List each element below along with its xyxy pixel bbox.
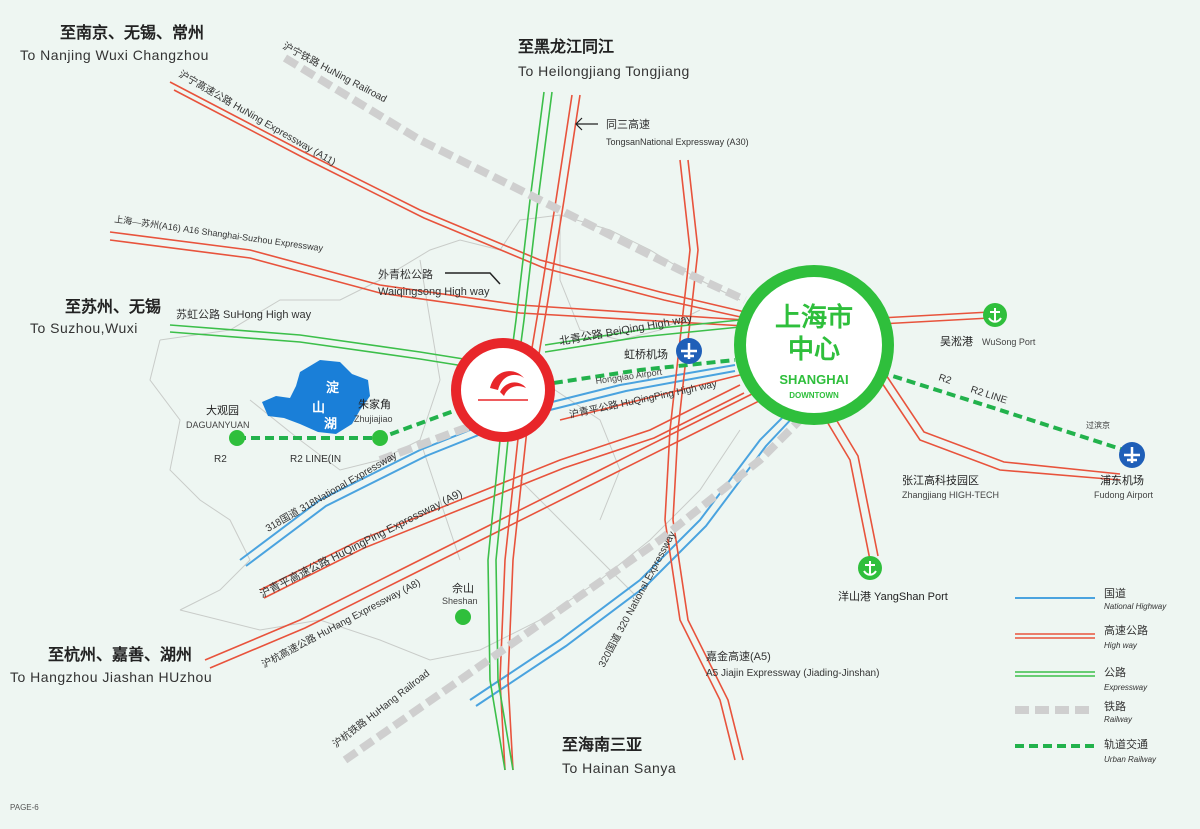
legend-label-3: 铁路	[1104, 700, 1126, 713]
label-suhong: 苏虹公路 SuHong High way	[176, 308, 312, 321]
label-huning-expressway: 沪宁高速公路 HuNing Expressway (A11)	[177, 67, 339, 168]
label-sheshan-en: Sheshan	[442, 596, 478, 606]
downtown-en-line1: SHANGHAI	[779, 372, 848, 387]
downtown-marker[interactable]: 上海市 中心 SHANGHAI DOWNTOWN	[734, 265, 894, 425]
dest-suzhou-cn: 至苏州、无锡	[65, 297, 161, 316]
lake-label-1: 淀	[326, 380, 340, 395]
lake-label-3: 湖	[324, 416, 337, 431]
label-wusong-cn: 吴淞港	[940, 335, 973, 348]
dest-heilongjiang-cn: 至黑龙江同江	[518, 37, 614, 56]
yangshan-port-icon[interactable]	[858, 556, 882, 580]
label-hongqiao-cn: 虹桥机场	[624, 347, 668, 361]
hongqiao-airport-icon[interactable]	[676, 338, 702, 364]
zhujiajiao-station[interactable]	[372, 430, 388, 446]
label-zhangjiang-cn: 张江高科技园区	[902, 473, 979, 487]
legend-label-2: 公路	[1104, 666, 1126, 679]
downtown-cn-line2: 中心	[788, 334, 840, 364]
highways	[109, 81, 1121, 771]
legend-label-0: 国道	[1104, 586, 1126, 600]
dest-hangzhou-en: To Hangzhou Jiashan HUzhou	[10, 669, 212, 685]
legend-label-4: 轨道交通	[1104, 737, 1148, 751]
daguanyuan-station[interactable]	[229, 430, 245, 446]
wusong-port-icon[interactable]	[983, 303, 1007, 327]
dianshan-lake	[262, 360, 370, 434]
page-number: PAGE-6	[10, 803, 39, 812]
label-waiqingsong-cn: 外青松公路	[378, 267, 433, 281]
pudong-airport-icon[interactable]	[1119, 442, 1145, 468]
label-huning-railroad: 沪宁铁路 HuNing Railroad	[281, 39, 390, 105]
legend-sub-4: Urban Railway	[1104, 755, 1157, 764]
resort-logo-marker[interactable]	[451, 338, 555, 442]
label-zhujiajiao-cn: 朱家角	[358, 397, 391, 411]
dest-heilongjiang-en: To Heilongjiang Tongjiang	[518, 63, 690, 79]
label-yangshan: 洋山港 YangShan Port	[838, 589, 948, 603]
label-tongsan-en: TongsanNational Expressway (A30)	[606, 137, 749, 147]
label-a16: 上海—苏州(A16) A16 Shanghai-Suzhou Expresswa…	[114, 213, 325, 253]
dest-suzhou-en: To Suzhou,Wuxi	[30, 320, 138, 336]
sheshan-marker[interactable]	[455, 609, 471, 625]
dest-nanjing-en: To Nanjing Wuxi Changzhou	[20, 47, 209, 63]
expressways	[169, 91, 1095, 771]
downtown-cn-line1: 上海市	[775, 302, 853, 332]
legend-sub-1: High way	[1104, 641, 1138, 650]
district-boundaries	[149, 214, 741, 661]
downtown-en-line2: DOWNTOWN	[789, 391, 839, 400]
label-zhangjiang-en: Zhangjiang HIGH-TECH	[902, 490, 999, 500]
waiqingsong-arrow	[445, 272, 501, 285]
legend-sub-3: Railway	[1104, 715, 1133, 724]
label-pudong-cn: 浦东机场	[1100, 473, 1144, 487]
legend-sub-0: National Highway	[1104, 602, 1167, 611]
label-a5-en: A5 Jiajin Expressway (Jiading-Jinshan)	[706, 668, 879, 679]
label-daguanyuan-cn: 大观园	[206, 403, 239, 417]
label-r2-left: R2	[214, 454, 227, 465]
label-pudong-en: Fudong Airport	[1094, 490, 1154, 500]
label-daguanyuan-en: DAGUANYUAN	[186, 420, 250, 430]
label-zhujiajiao-en: Zhujiajiao	[354, 414, 393, 424]
label-320: 320国道 320 National Expressway	[595, 529, 678, 670]
legend-label-1: 高速公路	[1104, 623, 1148, 637]
legend: 国道 National Highway 高速公路 High way 公路 Exp…	[1104, 586, 1167, 764]
label-wusong-en: WuSong Port	[982, 337, 1036, 347]
dest-hainan-en: To Hainan Sanya	[562, 760, 676, 776]
label-r2-right: R2	[937, 372, 953, 387]
dest-hainan-cn: 至海南三亚	[562, 735, 642, 754]
label-sheshan-cn: 佘山	[452, 581, 474, 595]
label-waiqingsong-en: Waiqingsong High way	[378, 286, 490, 298]
lake-label-2: 山	[312, 400, 325, 415]
label-tongsan-cn: 同三高速	[606, 117, 650, 131]
label-guojian: 过滨京	[1086, 420, 1110, 430]
label-a5-cn: 嘉金高速(A5)	[706, 649, 771, 663]
legend-sub-2: Expressway	[1104, 683, 1148, 692]
railways	[282, 54, 1095, 764]
tongsan-arrow	[575, 117, 598, 131]
dest-hangzhou-cn: 至杭州、嘉善、湖州	[48, 645, 192, 664]
label-r2-line-in: R2 LINE(IN	[290, 454, 341, 465]
label-huqingping-exp: 沪青平高速公路 HuQingPing Expressway (A9)	[257, 486, 464, 601]
dest-nanjing-cn: 至南京、无锡、常州	[60, 23, 204, 42]
